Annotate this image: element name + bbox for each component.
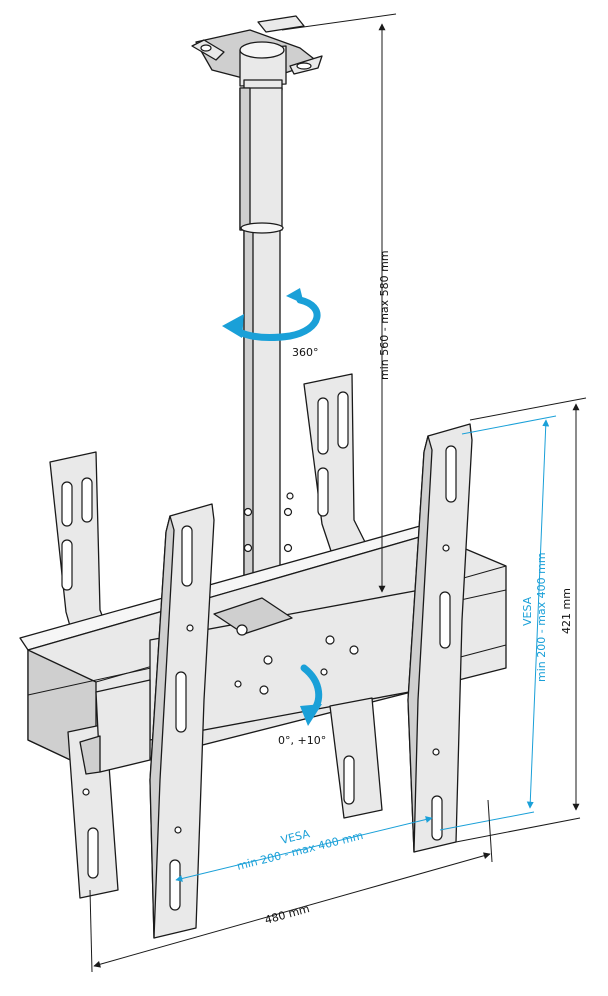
back-right-vesa-plate	[303, 373, 369, 555]
height-label: 421 mm	[560, 588, 573, 634]
front-right-vesa-plate	[407, 423, 473, 853]
rotation-label: 360°	[292, 346, 319, 359]
height-dimension	[455, 397, 587, 843]
vesa-vertical-title: VESA	[521, 596, 534, 626]
ceiling-plate	[191, 15, 323, 91]
pole-height-dimension	[281, 13, 397, 593]
telescopic-pole	[239, 87, 294, 585]
rotation-arrow-icon	[222, 288, 321, 342]
rail-clip	[79, 679, 151, 775]
back-right-lower-plate	[329, 697, 383, 819]
tilt-arrow-icon	[300, 664, 323, 726]
back-left-vesa-plate	[49, 451, 111, 641]
tilt-joint	[213, 597, 293, 636]
vesa-vertical-dimension	[439, 415, 557, 831]
pole-height-label: min 560 - max 580 mm	[378, 250, 391, 380]
width-dimension	[89, 799, 493, 973]
vesa-vertical-range: min 200 - max 400 mm	[535, 552, 548, 682]
tilt-label: 0°, +10°	[278, 734, 326, 747]
width-label: 480 mm	[263, 902, 311, 927]
